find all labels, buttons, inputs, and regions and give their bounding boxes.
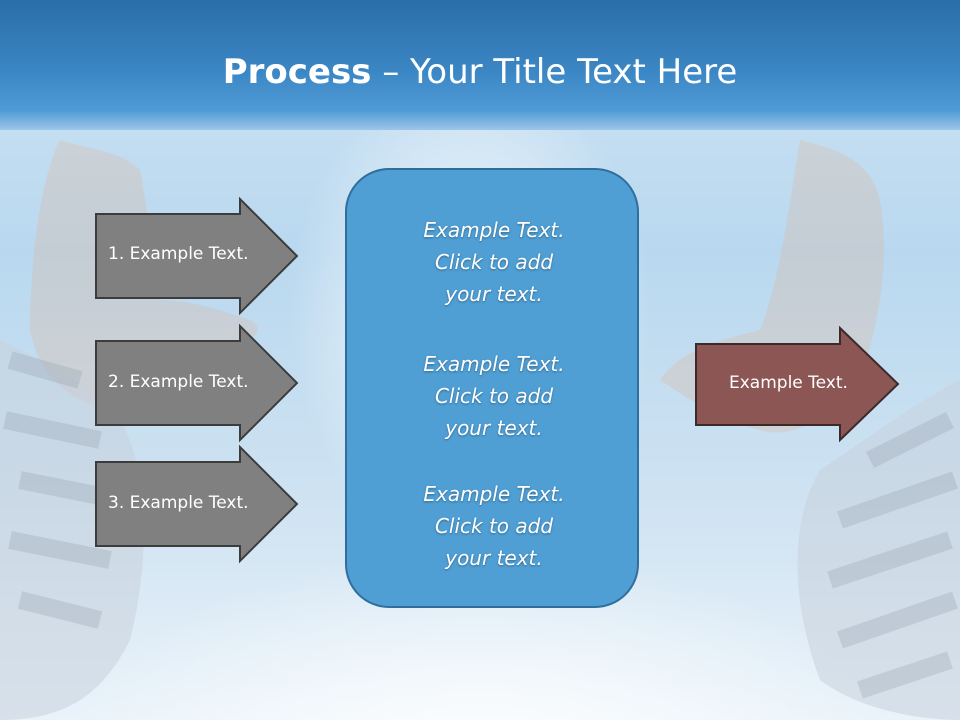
block-3-line-2: Click to add: [434, 514, 554, 538]
block-2-line-2: Click to add: [434, 384, 554, 408]
block-1-line-3: your text.: [445, 282, 543, 306]
block-1-line-1: Example Text.: [423, 218, 565, 242]
block-2-line-1: Example Text.: [423, 352, 565, 376]
title-bold: Process: [222, 52, 372, 92]
input-label-2: 2. Example Text.: [108, 372, 249, 392]
input-label-1: 1. Example Text.: [108, 244, 249, 264]
center-text-block-3[interactable]: Example Text. Click to add your text.: [347, 478, 641, 574]
output-arrow[interactable]: [695, 325, 900, 443]
output-label: Example Text.: [729, 373, 848, 393]
input-label-3: 3. Example Text.: [108, 493, 249, 513]
title-bar: [0, 0, 960, 130]
center-process-box[interactable]: Example Text. Click to add your text. Ex…: [345, 168, 639, 608]
input-arrow-2[interactable]: [95, 323, 299, 443]
block-3-line-1: Example Text.: [423, 482, 565, 506]
block-3-line-3: your text.: [445, 546, 543, 570]
block-2-line-3: your text.: [445, 416, 543, 440]
center-text-block-1[interactable]: Example Text. Click to add your text.: [347, 214, 641, 310]
slide-title[interactable]: Process – Your Title Text Here: [0, 52, 960, 92]
input-arrow-1[interactable]: [95, 196, 299, 316]
input-arrow-3[interactable]: [95, 444, 299, 564]
center-text-block-2[interactable]: Example Text. Click to add your text.: [347, 348, 641, 444]
block-1-line-2: Click to add: [434, 250, 554, 274]
title-rest: – Your Title Text Here: [371, 52, 738, 92]
